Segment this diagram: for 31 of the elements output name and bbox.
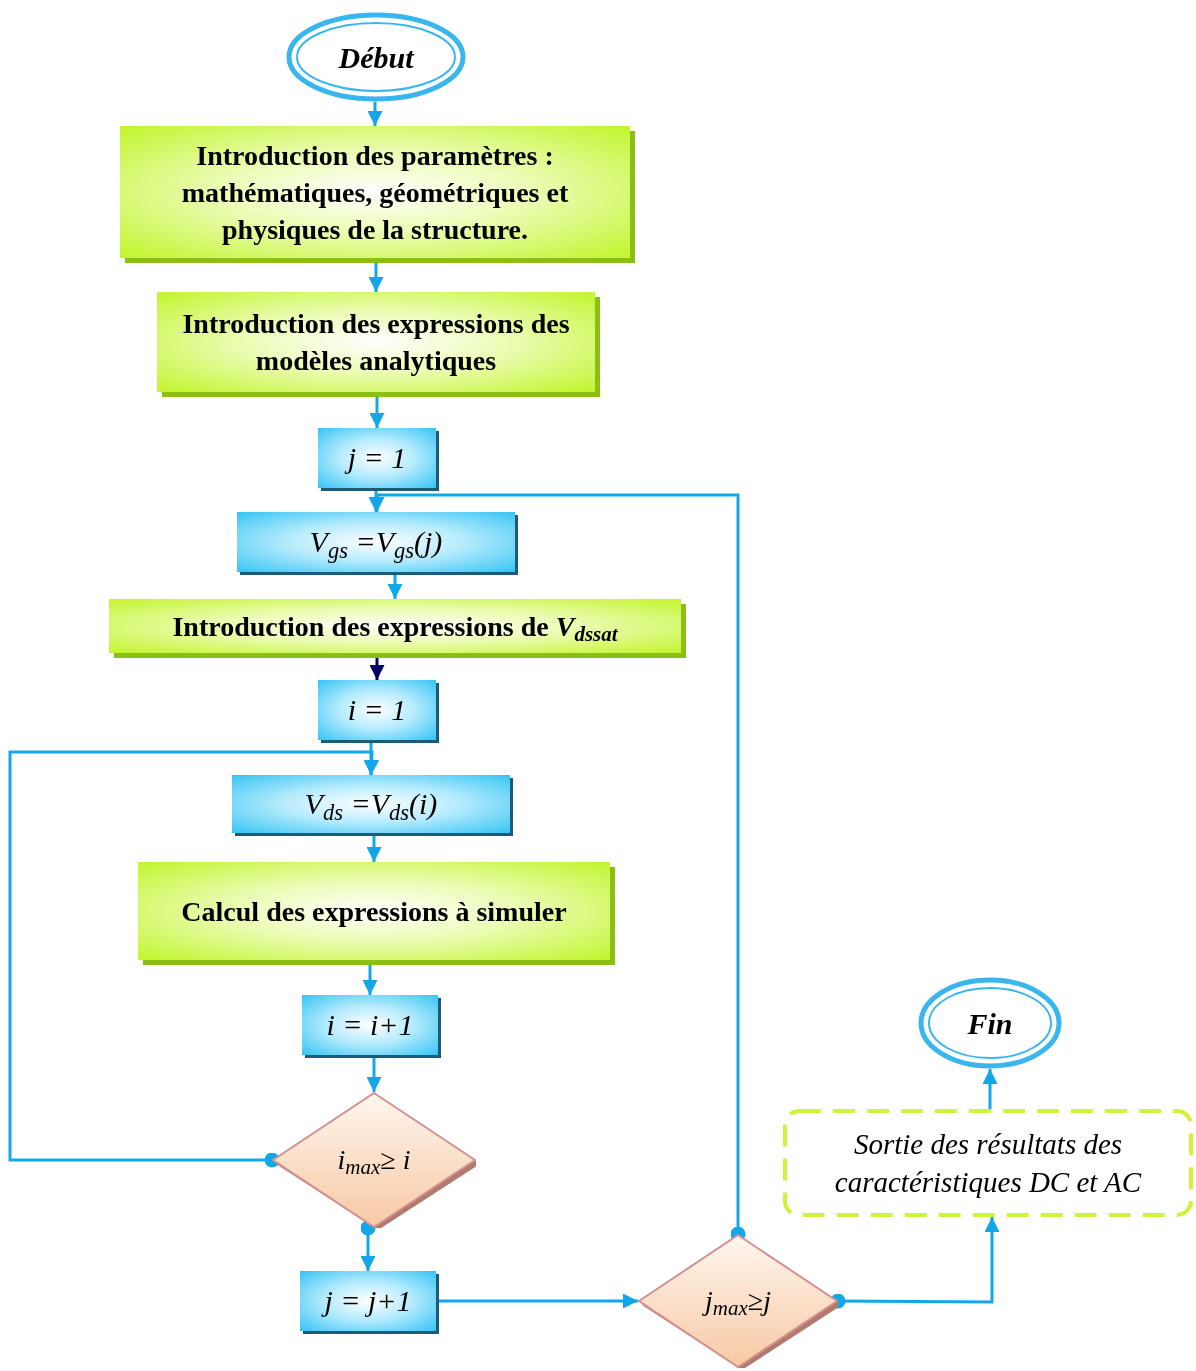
- assignment-box: [232, 775, 510, 833]
- assignment-box: [318, 680, 436, 740]
- node-text: Sortie des résultats des caractéristiques DC et AC: [833, 1127, 1143, 1200]
- node-text: Introduction des expressions de V$_{dssat}$: [172, 609, 618, 645]
- node-text: i$_{max}$≥ i: [337, 1143, 411, 1181]
- connector-arrow: [830, 1217, 1000, 1309]
- output-box: [783, 1109, 1193, 1217]
- connector-arrow: [367, 102, 383, 126]
- assignment-box: [318, 428, 436, 488]
- decision-diamond: [272, 1092, 476, 1228]
- connector-arrow: [366, 833, 382, 862]
- connector-arrow: [436, 1293, 638, 1309]
- assignment-box: [237, 512, 515, 572]
- node-text: V$_{ds}$ =V$_{ds}$(i): [304, 786, 438, 822]
- node-text: Calcul des expressions à simuler: [181, 894, 567, 929]
- terminal-ellipse: [286, 12, 466, 102]
- node-text: Introduction des paramètres : mathématiques, géométriques et physiques de la structure.: [180, 138, 570, 247]
- assignment-box: [302, 995, 438, 1055]
- node-text: Début: [338, 39, 414, 76]
- connector-arrow: [387, 572, 403, 599]
- connector-arrow: [360, 1220, 376, 1271]
- connector-arrow: [366, 1055, 382, 1092]
- connector-arrow: [982, 1069, 998, 1109]
- decision-diamond: [638, 1234, 838, 1368]
- assignment-box: [300, 1271, 436, 1331]
- node-text: Introduction des expressions des modèles analytiques: [181, 307, 571, 378]
- node-text: Fin: [967, 1005, 1013, 1042]
- connector-arrow: [8, 750, 380, 1168]
- node-text: i = 1: [347, 692, 407, 728]
- node-text: i = i+1: [326, 1007, 414, 1043]
- terminal-ellipse: [918, 977, 1062, 1069]
